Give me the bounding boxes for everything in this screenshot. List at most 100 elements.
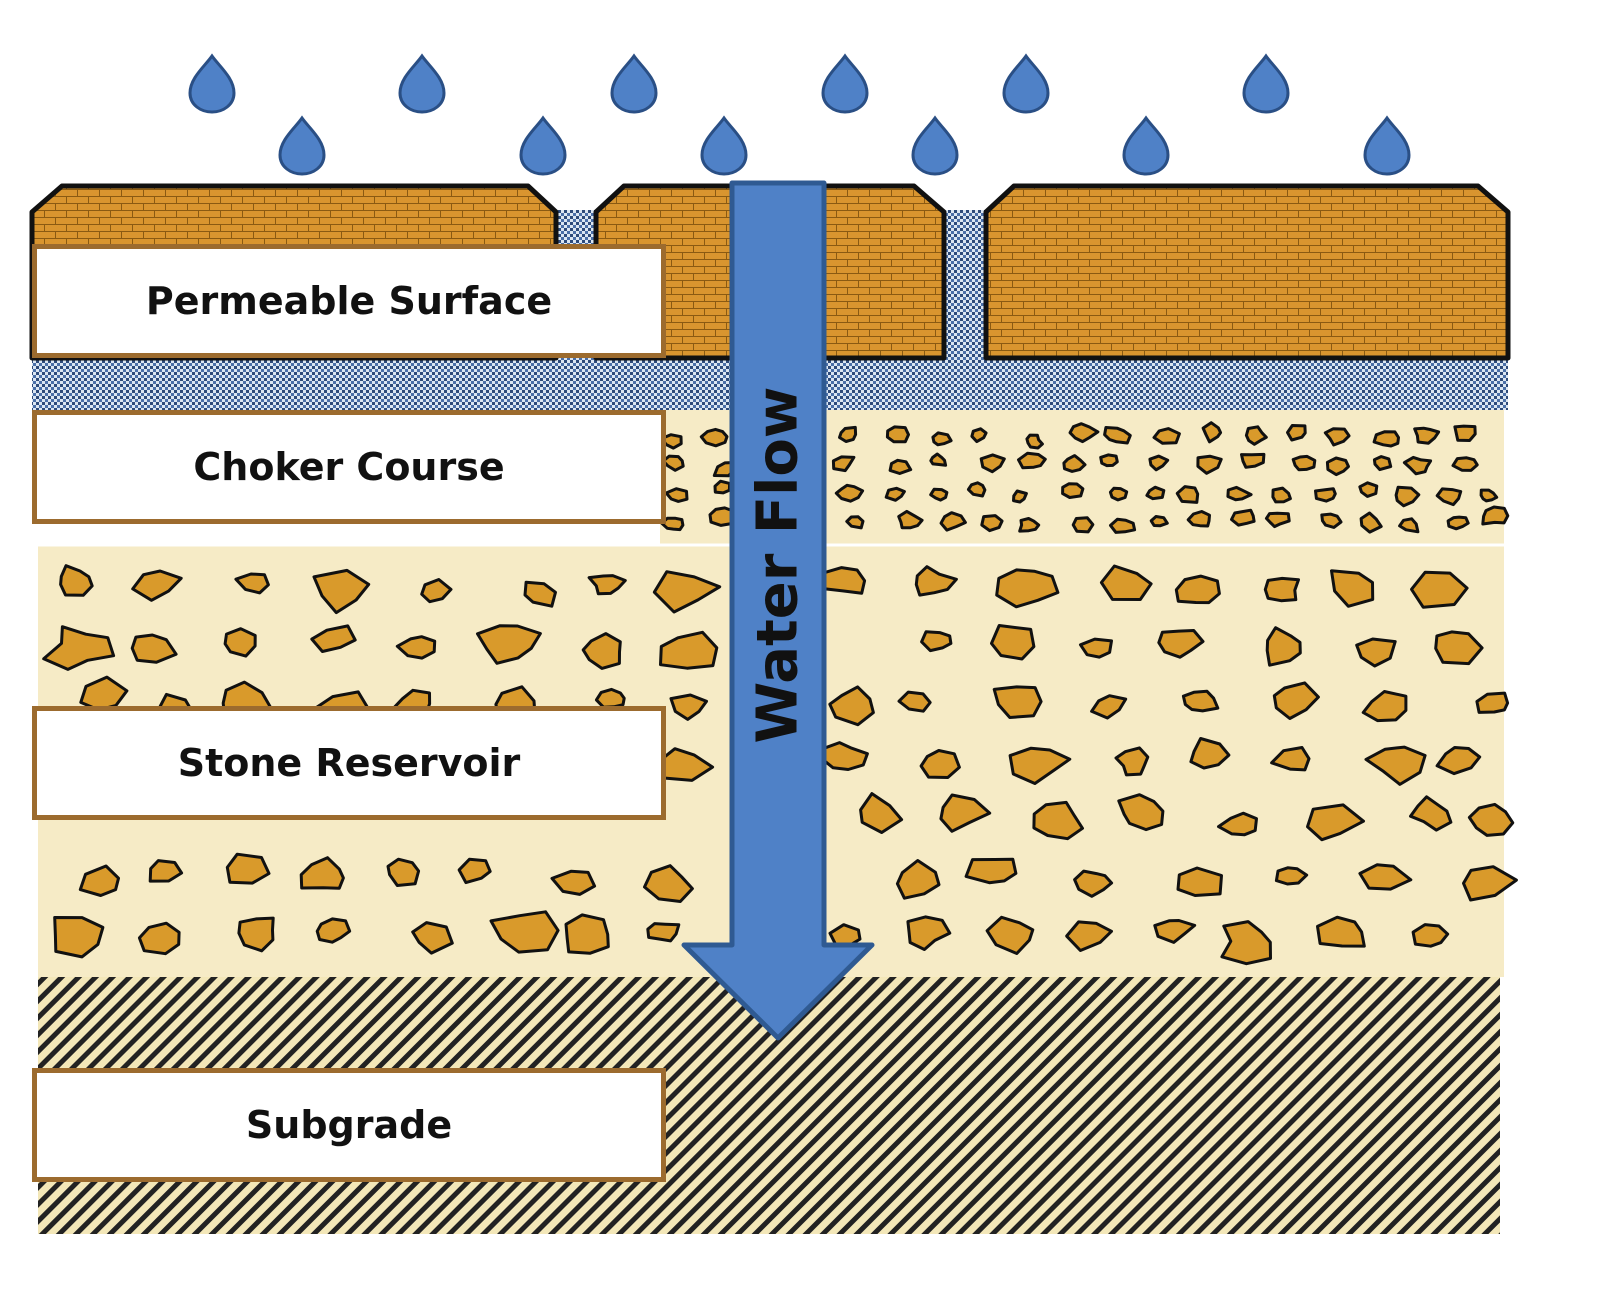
stone [1181,689,1220,713]
stone [564,913,610,955]
stone [1032,800,1084,841]
stone [660,516,685,532]
stone [1265,626,1302,667]
stone [1270,746,1311,772]
stone [1240,452,1266,469]
stone [310,624,357,653]
rain-drop-icon [1122,115,1170,176]
stone [897,690,932,713]
stone [1109,517,1137,534]
stone [130,633,178,664]
stone [1152,427,1181,445]
stone [1008,746,1072,785]
stone [1453,424,1477,442]
stone [1017,451,1047,470]
stone [550,869,597,896]
stone [1291,454,1317,472]
rain-drop-icon [1363,115,1411,176]
stone [1226,485,1253,502]
stone [411,921,454,955]
stone [939,793,992,833]
stone [395,635,437,660]
stone [920,630,953,653]
rain-drop-icon [700,115,748,176]
stone [523,580,557,608]
water-flow-arrow [681,180,875,1041]
stone [1358,481,1379,498]
stone [457,857,492,885]
stone [939,511,967,532]
stone [990,624,1036,661]
stone [299,856,345,890]
stone [1157,629,1205,659]
stone [1220,920,1272,966]
stone [664,487,689,503]
stone [646,922,681,943]
stone [845,515,865,530]
stone [1435,487,1463,507]
stone [1398,517,1420,534]
stone [1358,863,1413,891]
rain-drop-icon [519,115,567,176]
stone [1264,511,1291,529]
stone [985,915,1035,955]
stone [1148,454,1170,472]
stone [1175,485,1200,504]
stone [1145,485,1166,501]
stone [1062,454,1087,473]
rain-drop-icon [1242,53,1290,114]
rain-drops [188,53,1411,176]
stone [1012,489,1028,504]
stone [1189,737,1231,770]
stone [661,454,685,472]
aggregate-stones [42,421,1518,966]
stone [906,915,952,951]
stone [59,564,94,597]
stone [1103,426,1132,445]
stone [1117,793,1165,832]
stone [897,509,924,530]
stone [1217,811,1258,837]
stone [643,864,694,903]
stone [980,514,1004,533]
stone [1467,802,1515,837]
stone [713,479,732,495]
stone [42,625,116,671]
stone [1079,637,1113,659]
stone [699,427,729,448]
stone [659,630,719,670]
stone [1071,516,1095,534]
stone [1068,422,1100,444]
stone [995,568,1060,609]
subgrade-label: Subgrade [32,1068,666,1182]
stone [1073,869,1114,898]
stone [1174,574,1221,605]
stone [828,685,875,727]
stone [1372,430,1400,448]
stone [1153,919,1197,944]
stone [1481,505,1510,526]
rain-drop-icon [911,115,959,176]
stone [1272,681,1320,720]
stone-reservoir-label: Stone Reservoir [32,706,666,820]
permeable-surface-label: Permeable Surface [32,244,666,358]
stone [931,431,953,447]
stone [594,687,626,709]
paver-block [983,183,1511,361]
stone [1201,421,1223,444]
stone [1263,576,1300,603]
stone [78,864,120,897]
stone [1018,517,1041,533]
stone [888,458,913,475]
stone [1271,486,1292,504]
stone [315,917,352,944]
stone [234,572,270,595]
stone [966,481,987,498]
stone [237,916,275,953]
stone [970,427,988,444]
stone [838,425,858,443]
stone [225,852,271,885]
stone [312,568,371,615]
stone [821,741,869,771]
